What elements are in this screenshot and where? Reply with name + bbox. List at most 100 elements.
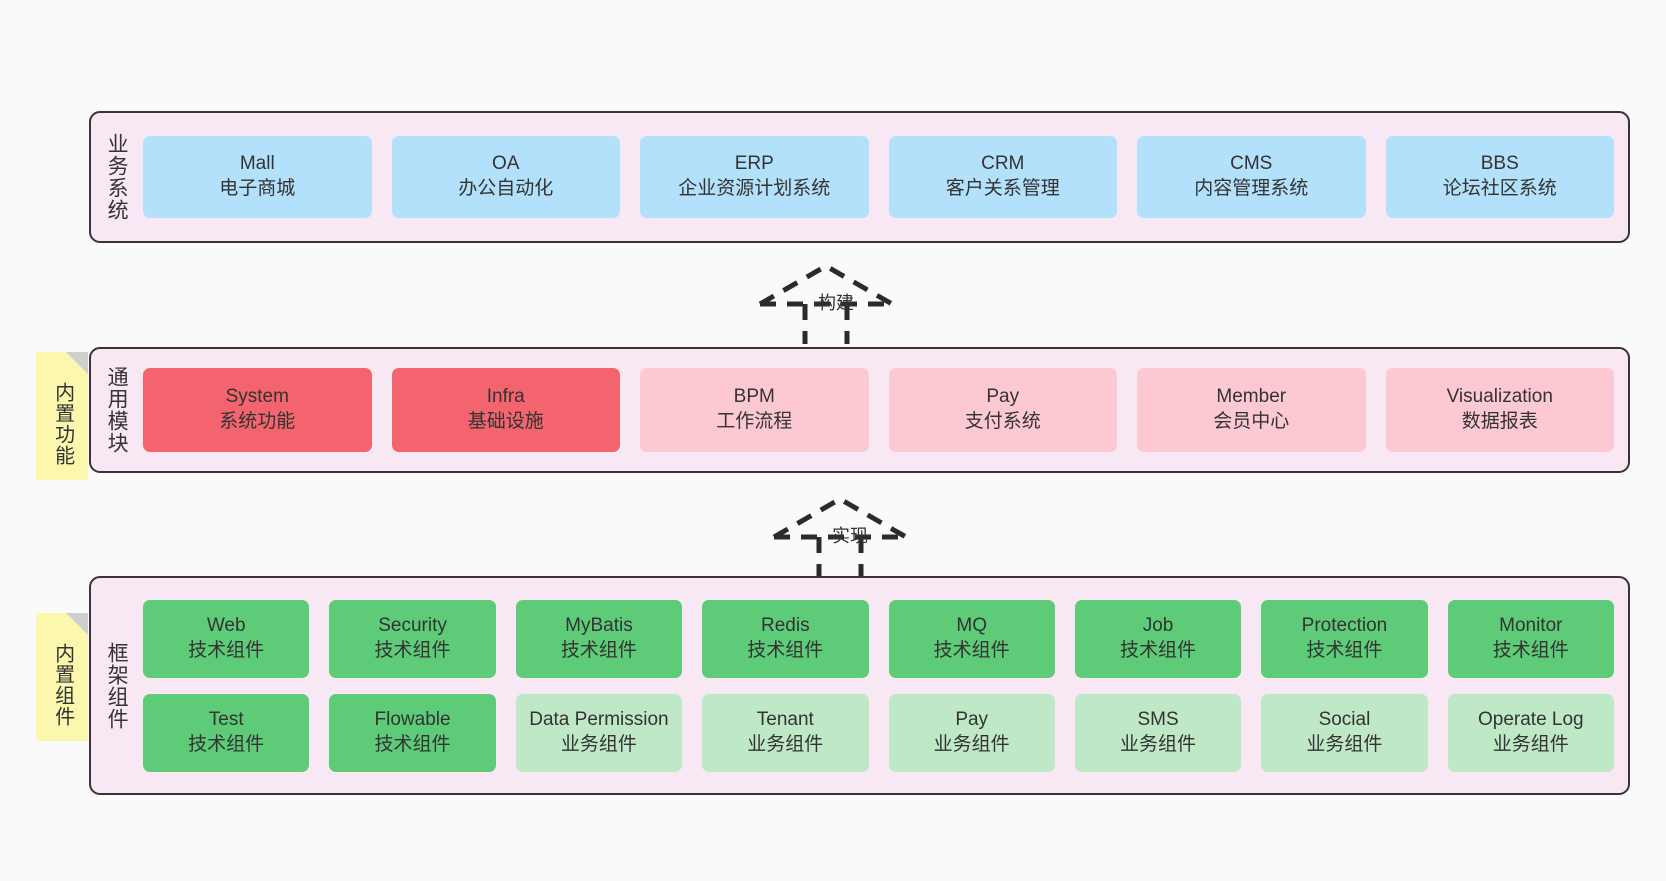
box-title: Pay bbox=[986, 386, 1020, 408]
connector-build-label: 构建 bbox=[818, 293, 854, 313]
box-row: System 系统功能 Infra 基础设施 BPM 工作流程 Pay 支付系统… bbox=[143, 368, 1614, 452]
box-row: Mall 电子商城 OA 办公自动化 ERP 企业资源计划系统 CRM 客户关系… bbox=[143, 136, 1614, 218]
box-bpm[interactable]: BPM 工作流程 bbox=[640, 368, 869, 452]
box-pay-component[interactable]: Pay 业务组件 bbox=[888, 693, 1055, 772]
box-subtitle: 会员中心 bbox=[1213, 411, 1290, 432]
box-subtitle: 电子商城 bbox=[219, 178, 296, 199]
layer-business-system: 业务系统 Mall 电子商城 OA 办公自动化 ERP 企业资源计划系统 CRM… bbox=[89, 111, 1630, 243]
box-subtitle: 业务组件 bbox=[1120, 733, 1197, 755]
box-subtitle: 技术组件 bbox=[188, 733, 265, 755]
box-subtitle: 支付系统 bbox=[964, 411, 1041, 432]
layer-framework-component: 框架组件 Web 技术组件 Security 技术组件 MyBatis 技术组件… bbox=[89, 576, 1630, 795]
box-mall[interactable]: Mall 电子商城 bbox=[143, 136, 372, 218]
box-subtitle: 业务组件 bbox=[747, 733, 824, 755]
note-fold-icon bbox=[66, 613, 88, 635]
box-visualization[interactable]: Visualization 数据报表 bbox=[1385, 368, 1614, 452]
note-builtin-feature: 内置功能 bbox=[36, 352, 88, 480]
box-member[interactable]: Member 会员中心 bbox=[1137, 368, 1366, 452]
box-title: CMS bbox=[1230, 153, 1273, 175]
box-mq[interactable]: MQ 技术组件 bbox=[888, 599, 1055, 678]
box-row: Web 技术组件 Security 技术组件 MyBatis 技术组件 Redi… bbox=[143, 599, 1614, 678]
box-sms[interactable]: SMS 业务组件 bbox=[1074, 693, 1242, 772]
layer-label-common-module: 通用模块 bbox=[105, 366, 129, 454]
box-title: Pay bbox=[955, 708, 989, 730]
box-title: Mall bbox=[239, 153, 275, 175]
box-title: MyBatis bbox=[565, 614, 633, 636]
box-subtitle: 技术组件 bbox=[374, 733, 451, 755]
box-title: Monitor bbox=[1499, 614, 1563, 636]
box-title: Social bbox=[1318, 708, 1371, 730]
box-subtitle: 技术组件 bbox=[374, 639, 451, 661]
box-security[interactable]: Security 技术组件 bbox=[329, 599, 496, 678]
box-tenant[interactable]: Tenant 业务组件 bbox=[702, 693, 869, 772]
box-subtitle: 技术组件 bbox=[188, 639, 265, 661]
box-subtitle: 业务组件 bbox=[1306, 733, 1383, 755]
box-cms[interactable]: CMS 内容管理系统 bbox=[1137, 136, 1366, 218]
box-social[interactable]: Social 业务组件 bbox=[1261, 693, 1428, 772]
connector-implement-arrow bbox=[772, 496, 908, 577]
note-text: 内置组件 bbox=[51, 643, 74, 727]
note-fold-icon bbox=[66, 352, 88, 374]
box-test[interactable]: Test 技术组件 bbox=[143, 693, 310, 772]
box-oa[interactable]: OA 办公自动化 bbox=[391, 136, 620, 218]
connector-build-arrow bbox=[758, 263, 894, 344]
box-subtitle: 基础设施 bbox=[467, 411, 544, 432]
box-system[interactable]: System 系统功能 bbox=[143, 368, 372, 452]
box-crm[interactable]: CRM 客户关系管理 bbox=[888, 136, 1117, 218]
box-redis[interactable]: Redis 技术组件 bbox=[702, 599, 869, 678]
box-subtitle: 技术组件 bbox=[933, 639, 1010, 661]
connector-implement-label: 实现 bbox=[832, 526, 868, 546]
box-subtitle: 技术组件 bbox=[1120, 639, 1197, 661]
box-title: BBS bbox=[1480, 153, 1519, 175]
box-title: ERP bbox=[734, 153, 774, 175]
box-subtitle: 业务组件 bbox=[560, 733, 637, 755]
box-title: Job bbox=[1142, 614, 1174, 636]
layer-label-business-system: 业务系统 bbox=[105, 133, 129, 221]
box-subtitle: 技术组件 bbox=[1306, 639, 1383, 661]
box-subtitle: 技术组件 bbox=[560, 639, 637, 661]
box-protection[interactable]: Protection 技术组件 bbox=[1261, 599, 1428, 678]
box-subtitle: 企业资源计划系统 bbox=[678, 178, 831, 199]
box-title: Flowable bbox=[374, 708, 451, 730]
box-title: Security bbox=[378, 614, 447, 636]
layer-body-framework-component: Web 技术组件 Security 技术组件 MyBatis 技术组件 Redi… bbox=[135, 578, 1628, 793]
box-flowable[interactable]: Flowable 技术组件 bbox=[329, 693, 496, 772]
box-title: Protection bbox=[1301, 614, 1388, 636]
layer-common-module: 通用模块 System 系统功能 Infra 基础设施 BPM 工作流程 Pay… bbox=[89, 347, 1630, 473]
note-builtin-component: 内置组件 bbox=[36, 613, 88, 741]
box-subtitle: 业务组件 bbox=[1492, 733, 1569, 755]
box-subtitle: 内容管理系统 bbox=[1194, 178, 1309, 199]
box-data-permission[interactable]: Data Permission 业务组件 bbox=[515, 693, 683, 772]
box-title: BPM bbox=[733, 386, 775, 408]
box-erp[interactable]: ERP 企业资源计划系统 bbox=[640, 136, 869, 218]
box-title: Tenant bbox=[756, 708, 814, 730]
box-title: Test bbox=[208, 708, 244, 730]
box-subtitle: 业务组件 bbox=[933, 733, 1010, 755]
box-title: Visualization bbox=[1446, 386, 1553, 408]
box-title: MQ bbox=[956, 614, 987, 636]
box-title: System bbox=[225, 386, 289, 408]
box-mybatis[interactable]: MyBatis 技术组件 bbox=[515, 599, 683, 678]
note-text: 内置功能 bbox=[51, 382, 74, 466]
box-row: Test 技术组件 Flowable 技术组件 Data Permission … bbox=[143, 693, 1614, 772]
box-subtitle: 技术组件 bbox=[747, 639, 824, 661]
box-web[interactable]: Web 技术组件 bbox=[143, 599, 310, 678]
box-title: Web bbox=[206, 614, 246, 636]
box-infra[interactable]: Infra 基础设施 bbox=[391, 368, 620, 452]
box-subtitle: 技术组件 bbox=[1492, 639, 1569, 661]
box-title: OA bbox=[492, 153, 520, 175]
box-title: Infra bbox=[486, 386, 525, 408]
box-operate-log[interactable]: Operate Log 业务组件 bbox=[1447, 693, 1614, 772]
box-title: Operate Log bbox=[1477, 708, 1584, 730]
box-subtitle: 办公自动化 bbox=[458, 178, 554, 199]
box-bbs[interactable]: BBS 论坛社区系统 bbox=[1385, 136, 1614, 218]
layer-body-business-system: Mall 电子商城 OA 办公自动化 ERP 企业资源计划系统 CRM 客户关系… bbox=[135, 113, 1628, 241]
box-job[interactable]: Job 技术组件 bbox=[1074, 599, 1242, 678]
box-pay[interactable]: Pay 支付系统 bbox=[888, 368, 1117, 452]
box-subtitle: 系统功能 bbox=[219, 411, 296, 432]
box-subtitle: 客户关系管理 bbox=[945, 178, 1060, 199]
layer-body-common-module: System 系统功能 Infra 基础设施 BPM 工作流程 Pay 支付系统… bbox=[135, 349, 1628, 471]
box-monitor[interactable]: Monitor 技术组件 bbox=[1447, 599, 1614, 678]
box-title: Redis bbox=[761, 614, 810, 636]
